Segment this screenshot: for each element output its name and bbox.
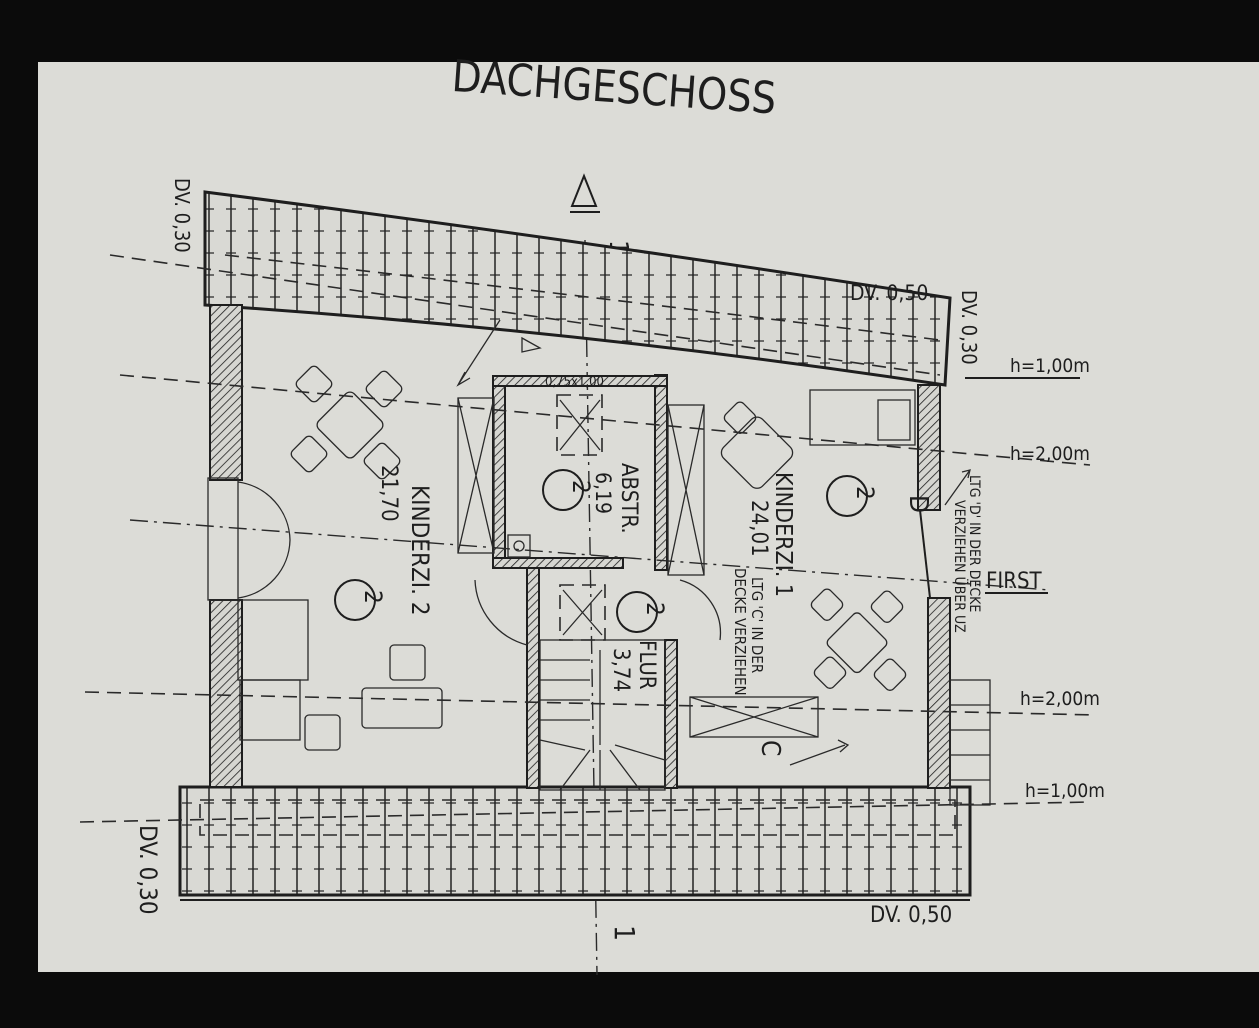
room-abstellraum: ABSTR. 6,19 2 0,75x1,00 <box>542 375 641 534</box>
height-label-4: h=1,00m <box>1025 780 1105 802</box>
height-label-1: h=1,00m <box>1010 355 1090 377</box>
wall-left-lower <box>209 599 243 788</box>
room-name: KINDERZI. 1 <box>770 472 796 597</box>
room-kinderzimmer-2: KINDERZI. 2 21,70 2 <box>334 465 434 621</box>
room-mark: 2 <box>567 480 595 494</box>
note-ltg-c: LTG 'C' IN DER <box>748 577 766 673</box>
staircase <box>539 639 666 791</box>
table-chairs-left <box>290 365 403 480</box>
roof-eave-top <box>203 190 952 387</box>
note-c-label: C <box>755 740 785 756</box>
ridge-label: FIRST <box>986 569 1043 594</box>
room-flur: 2 FLUR 3,74 <box>608 591 669 692</box>
height-label-3: h=2,00m <box>1020 688 1100 710</box>
room-mark: 2 <box>851 486 879 500</box>
wall-right-lower <box>927 597 951 789</box>
note-ltg-c: DECKE VERZIEHEN <box>731 568 749 696</box>
room-kinderzimmer-1: KINDERZI. 1 24,01 2 LTG 'C' IN DER DECKE… <box>731 469 982 756</box>
room-area: 6,19 <box>591 472 615 514</box>
roof-eave-bottom <box>178 785 972 897</box>
room-name: FLUR <box>634 640 659 690</box>
section-number-bottom: 1 <box>608 925 641 941</box>
room-area: 21,70 <box>376 465 401 522</box>
room-area: 24,01 <box>746 500 771 557</box>
wall-left-upper <box>209 304 243 481</box>
table-chairs-right <box>810 588 907 691</box>
note-d-label: D <box>903 495 933 513</box>
height-lines <box>79 254 1096 823</box>
height-label-2: h=2,00m <box>1010 443 1090 465</box>
note-ltg-d: LTG 'D' IN DER DECKE <box>966 475 982 612</box>
room-name: ABSTR. <box>616 463 641 534</box>
room-name: KINDERZI. 2 <box>406 485 434 616</box>
note-ltg-d: VERZIEHEN ÜBER UZ <box>951 500 969 633</box>
roof-overhang-bottom-right: DV. 0,50 <box>870 903 952 928</box>
roof-overhang-top-right: DV. 0,50 <box>850 281 928 305</box>
roof-overhang-right: DV. 0,30 <box>957 290 981 365</box>
roof-overhang-top-left: DV. 0,30 <box>170 178 194 253</box>
room-area: 3,74 <box>608 648 633 692</box>
roof-overhang-bottom-left: DV. 0,30 <box>134 825 162 915</box>
opening-size: 0,75x1,00 <box>545 375 604 390</box>
wall-right-upper <box>917 384 941 511</box>
room-mark: 2 <box>359 590 387 604</box>
room-mark: 2 <box>641 602 669 616</box>
